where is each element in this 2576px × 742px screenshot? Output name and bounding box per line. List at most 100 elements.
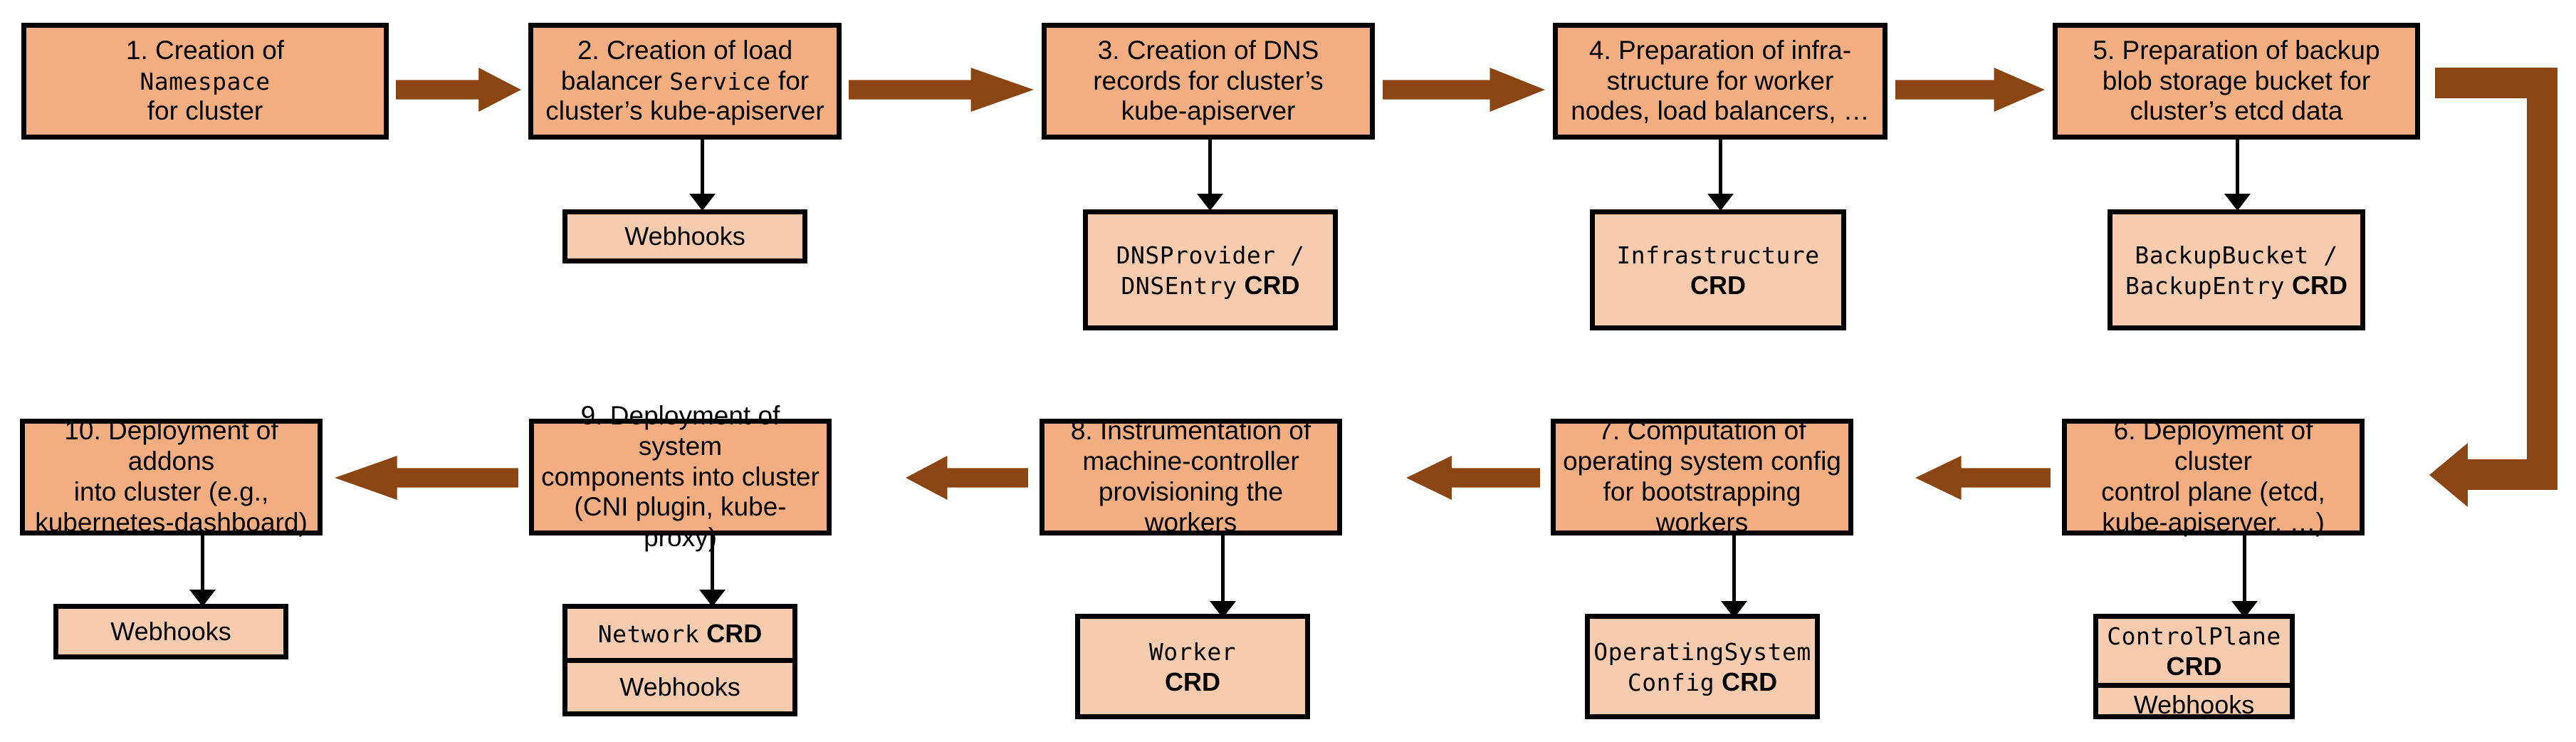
step-2-line-2a: balancer — [560, 66, 670, 95]
resource-box-step3-dns-crd[interactable]: DNSProvider / DNSEntry CRD — [1083, 209, 1338, 330]
backup-line-2: BackupEntry — [2125, 272, 2286, 300]
step-10-line-3: kubernetes-dashboard) — [35, 507, 308, 537]
step-7-line-1: 7. Computation of — [1598, 416, 1806, 446]
step-1-line-1: 1. Creation of — [125, 35, 285, 65]
step-7-line-2: operating system config — [1563, 446, 1841, 476]
arrow-step3-to-step4 — [1383, 68, 1545, 112]
resource-label-backup-crd: BackupBucket / BackupEntry CRD — [2125, 239, 2347, 301]
step-1-line-2: Namespace — [140, 67, 271, 95]
resource-label-network-crd: Network CRD — [598, 618, 763, 649]
arrow-step9-to-step10 — [335, 456, 518, 500]
step-5-line-2: blob storage bucket for — [2102, 66, 2371, 95]
resource-row-dns-crd: DNSProvider / DNSEntry CRD — [1088, 214, 1333, 325]
step-box-1[interactable]: 1. Creation of Namespace for cluster — [21, 23, 389, 140]
resource-row-webhooks-9: Webhooks — [567, 657, 792, 712]
resource-box-step10-webhooks[interactable]: Webhooks — [53, 604, 288, 659]
step-3-line-1: 3. Creation of DNS — [1097, 35, 1319, 65]
resource-label-webhooks-6: Webhooks — [2133, 690, 2255, 720]
step-9-line-1: 9. Deployment of system — [580, 400, 780, 461]
connector-step5-to-backup-crd — [2236, 140, 2239, 198]
step-4-line-2: structure for worker — [1606, 66, 1834, 95]
step-3-line-3: kube-apiserver — [1121, 96, 1296, 126]
step-2-line-2c: for — [770, 66, 810, 95]
step-2-text: 2. Creation of load balancer Service for… — [539, 36, 831, 127]
resource-box-step9-network-crd[interactable]: Network CRD Webhooks — [562, 604, 797, 716]
connector-arrowhead-step5 — [2224, 194, 2251, 211]
step-4-line-3: nodes, load balancers, … — [1571, 96, 1870, 126]
resource-box-step4-infrastructure-crd[interactable]: Infrastructure CRD — [1590, 209, 1846, 330]
dns-line-1: DNSProvider / — [1116, 241, 1305, 269]
network-crd-suffix: CRD — [706, 618, 763, 648]
dns-crd-suffix: CRD — [1244, 271, 1300, 300]
connector-arrowhead-step3 — [1197, 194, 1223, 211]
arrow-step8-to-step9 — [906, 456, 1028, 500]
step-8-text: 8. Instrumentation of machine-controller… — [1050, 416, 1331, 538]
step-4-text: 4. Preparation of infra- structure for w… — [1564, 36, 1877, 127]
resource-row-osc-crd: OperatingSystem Config CRD — [1590, 619, 1815, 714]
step-5-text: 5. Preparation of backup blob storage bu… — [2063, 36, 2409, 127]
backup-line-1: BackupBucket / — [2135, 241, 2338, 269]
step-7-text: 7. Computation of operating system confi… — [1561, 416, 1843, 538]
step-5-line-1: 5. Preparation of backup — [2093, 35, 2380, 65]
resource-box-step8-worker-crd[interactable]: Worker CRD — [1075, 614, 1310, 719]
step-box-8[interactable]: 8. Instrumentation of machine-controller… — [1040, 416, 1342, 538]
step-4-line-1: 4. Preparation of infra- — [1588, 35, 1852, 65]
resource-box-step2-webhooks[interactable]: Webhooks — [562, 209, 807, 263]
step-box-2[interactable]: 2. Creation of load balancer Service for… — [528, 23, 842, 140]
resource-row-controlplane-crd: ControlPlane CRD — [2098, 619, 2290, 683]
resource-box-step7-osc-crd[interactable]: OperatingSystem Config CRD — [1585, 614, 1820, 719]
osc-line-1: OperatingSystem — [1593, 637, 1811, 666]
step-box-5[interactable]: 5. Preparation of backup blob storage bu… — [2053, 23, 2420, 140]
step-8-line-3: provisioning the workers — [1098, 477, 1284, 537]
step-2-line-3: cluster’s kube-apiserver — [545, 96, 824, 126]
resource-row-webhooks-6: Webhooks — [2098, 683, 2290, 721]
step-7-line-3: for bootstrapping workers — [1603, 477, 1801, 537]
step-9-line-2: components into cluster — [541, 461, 820, 491]
step-10-line-2: into cluster (e.g., — [73, 477, 269, 506]
step-6-line-3: kube-apiserver, …) — [2102, 507, 2325, 537]
step-8-line-1: 8. Instrumentation of — [1070, 416, 1311, 446]
dns-line-2: DNSEntry — [1121, 272, 1237, 300]
elbow-connector-arrowhead — [2429, 443, 2468, 507]
arrow-step7-to-step8 — [1406, 456, 1540, 500]
arrow-step2-to-step3 — [849, 68, 1034, 112]
step-box-3[interactable]: 3. Creation of DNS records for cluster’s… — [1042, 23, 1375, 140]
resource-row-infrastructure-crd: Infrastructure CRD — [1595, 214, 1841, 325]
step-8-line-2: machine-controller — [1082, 446, 1299, 476]
arrow-step1-to-step2 — [396, 68, 521, 112]
step-5-line-3: cluster’s etcd data — [2130, 96, 2343, 126]
connector-arrowhead-step2 — [689, 194, 716, 211]
step-6-line-2: control plane (etcd, — [2101, 477, 2325, 506]
step-6-line-1: 6. Deployment of cluster — [2113, 416, 2313, 476]
step-box-10[interactable]: 10. Deployment of addons into cluster (e… — [20, 416, 323, 537]
network-name: Network — [597, 620, 700, 648]
resource-box-step5-backup-crd[interactable]: BackupBucket / BackupEntry CRD — [2108, 209, 2365, 330]
step-3-text: 3. Creation of DNS records for cluster’s… — [1052, 36, 1364, 127]
resource-label-infrastructure-crd: Infrastructure CRD — [1616, 239, 1819, 301]
resource-label-webhooks-10: Webhooks — [110, 617, 231, 647]
worker-crd-suffix: CRD — [1165, 667, 1220, 696]
connector-step6-to-controlplane-crd — [2243, 535, 2246, 605]
connector-step10-to-webhooks — [201, 535, 204, 594]
infra-crd-suffix: CRD — [1690, 271, 1746, 300]
resource-row-webhooks: Webhooks — [567, 214, 802, 258]
resource-label-osc-crd: OperatingSystem Config CRD — [1593, 636, 1811, 697]
step-box-9[interactable]: 9. Deployment of system components into … — [529, 401, 832, 552]
resource-label-worker-crd: Worker CRD — [1149, 636, 1236, 697]
resource-label-dns-crd: DNSProvider / DNSEntry CRD — [1116, 239, 1305, 301]
resource-label-webhooks: Webhooks — [624, 221, 745, 251]
step-9-text: 9. Deployment of system components into … — [540, 401, 821, 554]
osc-crd-suffix: CRD — [1722, 667, 1778, 696]
step-2-line-2-mono: Service — [669, 67, 771, 95]
controlplane-name: ControlPlane — [2107, 622, 2281, 650]
connector-step2-to-webhooks — [701, 140, 704, 198]
step-box-6[interactable]: 6. Deployment of cluster control plane (… — [2062, 416, 2365, 537]
step-box-4[interactable]: 4. Preparation of infra- structure for w… — [1553, 23, 1888, 140]
elbow-connector-horizontal-bottom — [2460, 459, 2557, 490]
worker-line-1: Worker — [1148, 637, 1237, 666]
step-box-7[interactable]: 7. Computation of operating system confi… — [1551, 416, 1853, 538]
controlplane-crd-suffix: CRD — [2166, 652, 2222, 681]
step-10-line-1: 10. Deployment of addons — [64, 416, 278, 476]
resource-box-step6-controlplane-crd[interactable]: ControlPlane CRD Webhooks — [2093, 614, 2295, 719]
step-3-line-2: records for cluster’s — [1093, 66, 1324, 95]
